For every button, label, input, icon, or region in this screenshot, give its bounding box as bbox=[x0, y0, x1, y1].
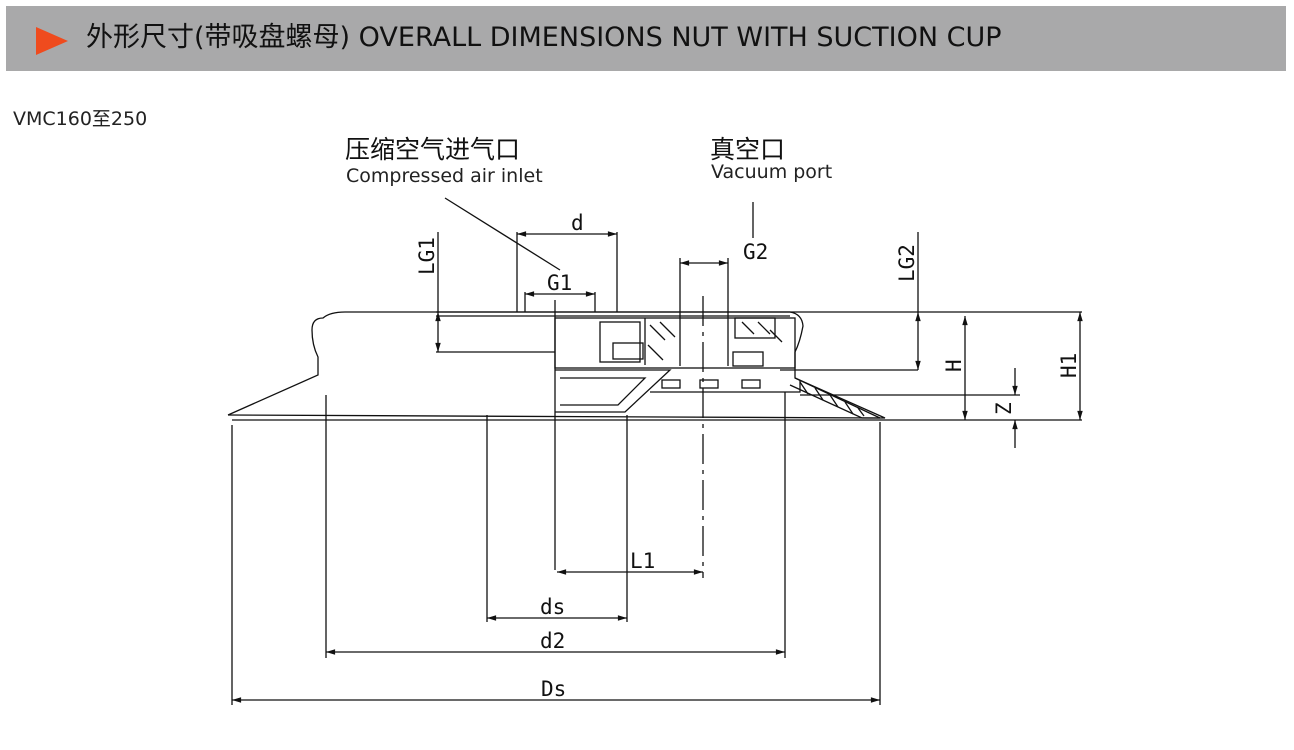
dim-label-g1: G1 bbox=[547, 271, 572, 295]
dim-label-z: Z bbox=[992, 402, 1016, 415]
model-range-label: VMC160至250 bbox=[13, 108, 148, 130]
dim-label-g2: G2 bbox=[743, 240, 768, 264]
dim-label-d2: d2 bbox=[540, 629, 565, 653]
air-inlet-leader bbox=[444, 197, 561, 271]
dim-label-lg1: LG1 bbox=[415, 237, 439, 275]
dim-label-h1: H1 bbox=[1057, 353, 1081, 378]
play-triangle-icon bbox=[36, 27, 68, 55]
dim-label-Ds: Ds bbox=[541, 677, 566, 701]
dim-label-lg2: LG2 bbox=[895, 244, 919, 282]
nut-body bbox=[554, 317, 796, 369]
cup-base-line bbox=[227, 414, 881, 419]
dim-label-ds: ds bbox=[540, 595, 565, 619]
dim-label-l1: L1 bbox=[630, 549, 655, 573]
vacuum-port-label-cn: 真空口 bbox=[710, 135, 786, 164]
cup-outline bbox=[227, 311, 881, 419]
air-inlet-label-cn: 压缩空气进气口 bbox=[345, 135, 521, 164]
vacuum-port-label-en: Vacuum port bbox=[711, 161, 833, 183]
dim-label-d: d bbox=[571, 211, 584, 235]
section-title: 外形尺寸(带吸盘螺母) OVERALL DIMENSIONS NUT WITH … bbox=[86, 22, 1002, 53]
dim-label-h: H bbox=[942, 359, 966, 372]
section-header: 外形尺寸(带吸盘螺母) OVERALL DIMENSIONS NUT WITH … bbox=[6, 6, 1286, 71]
air-inlet-label-en: Compressed air inlet bbox=[346, 165, 543, 187]
